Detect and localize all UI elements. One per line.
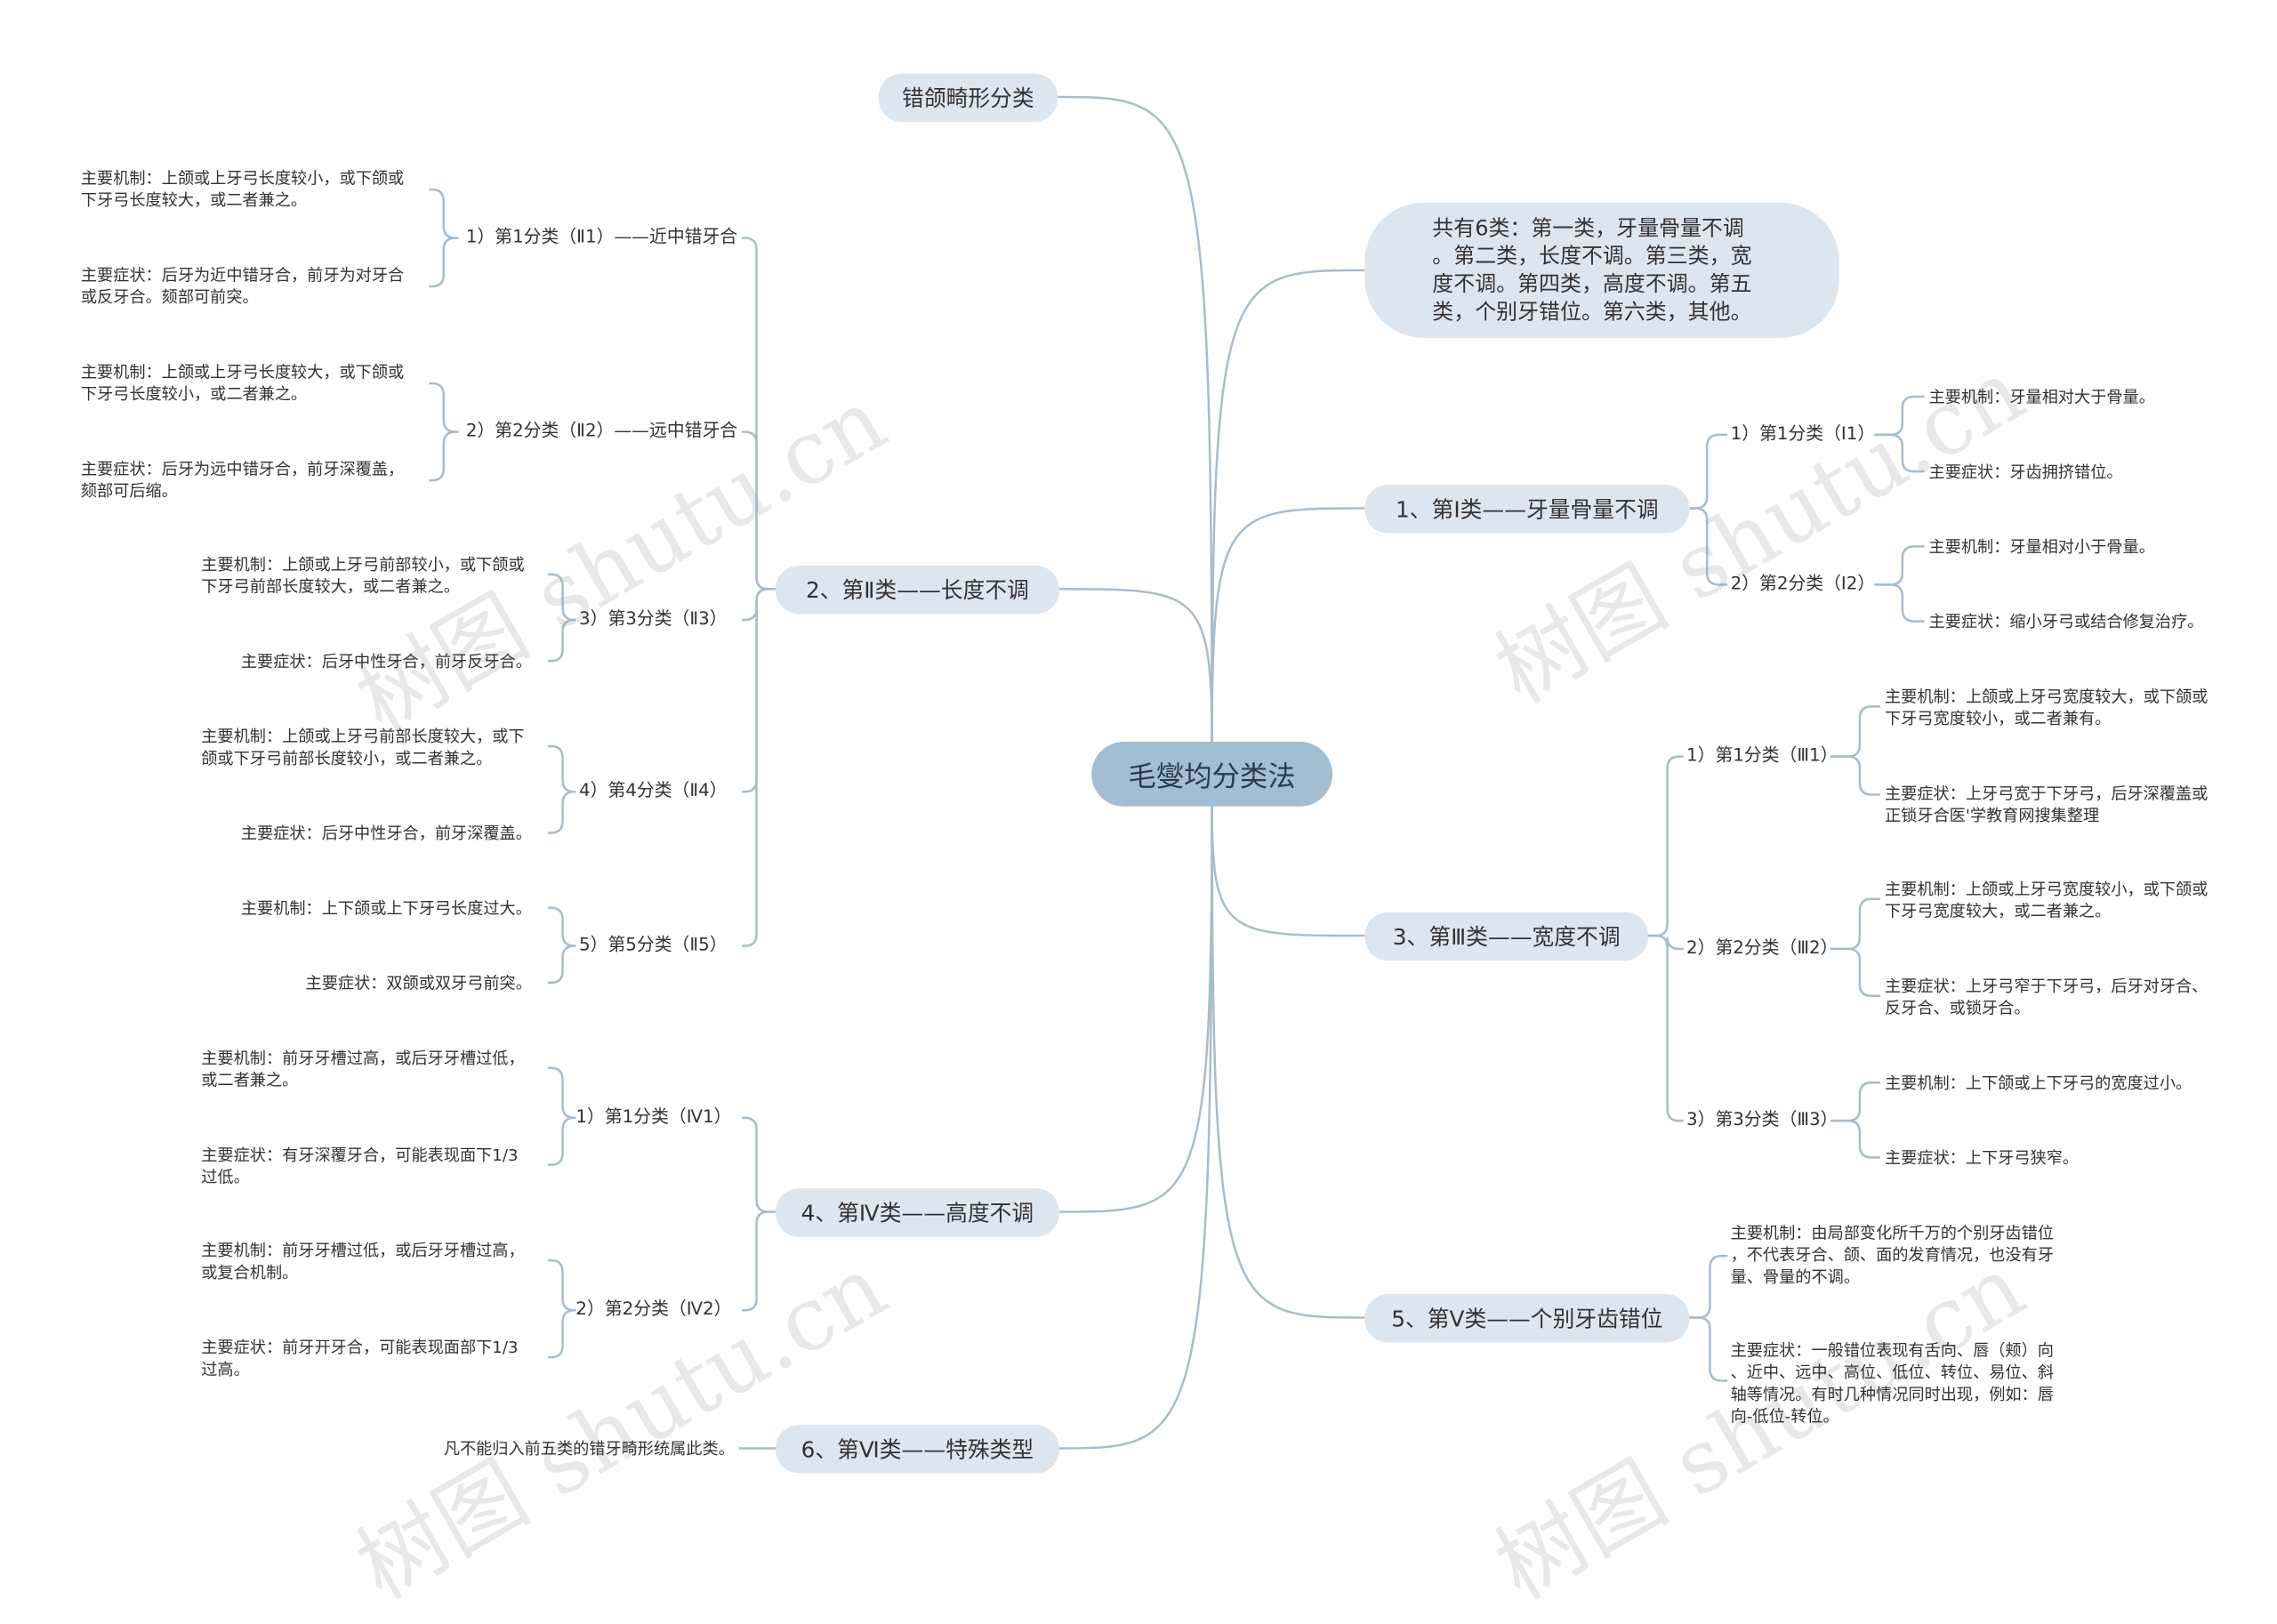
bracket-class2 [742,430,776,591]
class3-sub2-mechanism: 主要机制：上颌或上牙弓宽度较小，或下颌或 下牙弓宽度较大，或二者兼之。 [1885,880,2209,921]
class2-sub1[interactable]: 1）第1分类（Ⅱ1）——近中错牙合 [465,226,738,247]
bracket-class4 [742,1116,776,1213]
class5-node[interactable]: 5、第Ⅴ类——个别牙齿错位 [1364,1294,1690,1343]
class6-note: 凡不能归入前五类的错牙畸形统属此类。 [443,1439,735,1459]
bracket-class2-sub5 [548,906,576,947]
class2-sub5-symptom: 主要症状：双颌或双牙弓前突。 [305,974,532,993]
bracket-class1-sub1 [1874,433,1925,473]
class2-sub4-mechanism: 主要机制：上颌或上牙弓前部长度较大，或下 颌或下牙弓前部长度较小，或二者兼之。 [201,727,525,768]
top-note-node[interactable]: 错颌畸形分类 [878,73,1058,123]
class2-sub1-symptom: 主要症状：后牙为近中错牙合，前牙为对牙合 或反牙合。颏部可前突。 [80,265,405,308]
class1-sub1-mechanism: 主要机制：牙量相对大于骨量。 [1928,388,2155,407]
class1-sub1-symptom: 主要症状：牙齿拥挤错位。 [1928,462,2123,482]
bracket-class2-sub1 [429,188,459,239]
class3-sub1[interactable]: 1）第1分类（Ⅲ1） [1686,744,1838,766]
class3-sub1-symptom: 主要症状：上牙弓宽于下牙弓，后牙深覆盖或 正锁牙合医'学教育网搜集整理 [1885,784,2209,826]
bracket-class3-sub2 [1830,897,1881,951]
bracket-class2-sub2 [429,382,459,433]
bracket-class4-sub2 [548,1308,576,1359]
class4-sub2-mechanism: 主要机制：前牙牙槽过低，或后牙牙槽过高， 或复合机制。 [201,1241,525,1282]
link-class1 [1211,507,1365,743]
bracket-class2-sub2 [429,430,459,482]
class6-node[interactable]: 6、第Ⅵ类——特殊类型 [776,1425,1059,1474]
class2-sub3-symptom: 主要症状：后牙中性牙合，前牙反牙合。 [240,652,532,671]
bracket-class3 [1648,755,1684,937]
bracket-class1-sub2 [1874,583,1925,623]
class2-sub2-symptom: 主要症状：后牙为远中错牙合，前牙深覆盖， 颏部可后缩。 [80,459,405,502]
class1-node[interactable]: 1、第Ⅰ类——牙量骨量不调 [1364,485,1690,534]
class3-sub2[interactable]: 2）第2分类（Ⅲ2） [1686,937,1838,958]
bracket-class3-sub1 [1830,705,1881,758]
summary-node[interactable]: 共有6类：第一类，牙量骨量不调 。第二类，长度不调。第三类，宽 度不调。第四类，… [1364,202,1839,338]
class1-sub2-mechanism: 主要机制：牙量相对小于骨量。 [1928,537,2155,557]
bracket-class5 [1689,1316,1728,1382]
bracket-class4-sub1 [548,1066,576,1120]
bracket-class4-sub1 [548,1116,576,1166]
class1-sub2[interactable]: 2）第2分类（Ⅰ2） [1730,573,1876,594]
bracket-class2 [742,588,776,947]
class4-sub1[interactable]: 1）第1分类（Ⅳ1） [575,1105,732,1127]
class2-sub2[interactable]: 2）第2分类（Ⅱ2）——远中错牙合 [465,420,738,441]
class3-node[interactable]: 3、第Ⅲ类——宽度不调 [1364,912,1649,961]
link-class5 [1211,806,1365,1319]
class2-sub1-mechanism: 主要机制：上颌或上牙弓长度较小，或下颌或 下牙弓长度较大，或二者兼之。 [80,168,405,211]
bracket-class3-sub3 [1830,1119,1881,1159]
bracket-class1-sub1 [1874,395,1925,437]
class3-sub3[interactable]: 3）第3分类（Ⅲ3） [1686,1108,1838,1130]
class3-sub1-mechanism: 主要机制：上颌或上牙弓宽度较大，或下颌或 下牙弓宽度较小，或二者兼有。 [1885,687,2209,729]
class2-sub5[interactable]: 5）第5分类（Ⅱ5） [579,934,728,955]
bracket-class2-sub4 [548,744,576,793]
class5-mechanism: 主要机制：由局部变化所千万的个别牙齿错位 ，不代表牙合、颌、面的发育情况，也没有… [1730,1223,2054,1287]
class4-sub2[interactable]: 2）第2分类（Ⅳ2） [575,1298,732,1320]
bracket-class2-sub4 [548,790,576,834]
bracket-class2-sub1 [429,237,459,288]
class1-sub1[interactable]: 1）第1分类（Ⅰ1） [1730,422,1876,444]
class2-sub2-mechanism: 主要机制：上颌或上牙弓长度较大，或下颌或 下牙弓长度较小，或二者兼之。 [80,362,405,405]
class1-sub2-symptom: 主要症状：缩小牙弓或结合修复治疗。 [1928,612,2204,632]
class3-sub3-mechanism: 主要机制：上下颌或上下牙弓的宽度过小。 [1885,1073,2193,1093]
bracket-class2-sub3 [548,618,576,663]
bracket-class5 [1689,1254,1728,1319]
class4-node[interactable]: 4、第Ⅳ类——高度不调 [776,1188,1059,1237]
class4-sub1-mechanism: 主要机制：前牙牙槽过高，或后牙牙槽过低， 或二者兼之。 [201,1049,525,1090]
root-node[interactable]: 毛燮均分类法 [1091,742,1333,807]
bracket-class3-sub3 [1830,1081,1881,1122]
link-summary [1211,269,1365,743]
link-class2 [1058,588,1213,743]
class3-sub2-symptom: 主要症状：上牙弓窄于下牙弓，后牙对牙合、 反牙合、或锁牙合。 [1885,977,2209,1018]
bracket-class1 [1689,507,1728,586]
link-class6 [1058,806,1213,1450]
bracket-class4-sub2 [548,1258,576,1312]
class4-sub1-symptom: 主要症状：有牙深覆牙合，可能表现面下1/3 过低。 [201,1146,519,1187]
class2-sub3[interactable]: 3）第3分类（Ⅱ3） [579,607,728,629]
link-class3 [1211,806,1365,937]
bracket-class4 [742,1210,776,1312]
class2-sub4-symptom: 主要症状：后牙中性牙合，前牙深覆盖。 [240,824,532,844]
connector-lines [429,95,1925,1450]
bracket-class1 [1689,433,1728,510]
class3-sub3-symptom: 主要症状：上下牙弓狭窄。 [1885,1148,2080,1169]
class2-sub4[interactable]: 4）第4分类（Ⅱ4） [579,779,728,801]
bracket-class3 [1648,934,1684,1122]
mind-map-canvas: 树图 shutu.cn 树图 shutu.cn 树图 shutu.cn 树图 s… [80,73,2209,1620]
class2-node[interactable]: 2、第Ⅱ类——长度不调 [776,565,1059,615]
link-class4 [1058,806,1213,1213]
link-top-note [1058,95,1213,743]
class2-sub5-mechanism: 主要机制：上下颌或上下牙弓长度过大。 [240,898,532,919]
bracket-class2-sub5 [548,945,576,985]
class2-sub3-mechanism: 主要机制：上颌或上牙弓前部较小，或下颌或 下牙弓前部长度较大，或二者兼之。 [201,555,525,597]
bracket-class2 [742,237,776,591]
class5-symptom: 主要症状：一般错位表现有舌向、唇（颊）向 、近中、远中、高位、低位、转位、易位、… [1730,1340,2054,1427]
bracket-class3-sub1 [1830,755,1881,796]
bracket-class2-sub3 [548,573,576,622]
class4-sub2-symptom: 主要症状：前牙开牙合，可能表现面部下1/3 过高。 [201,1338,519,1379]
bracket-class1-sub2 [1874,545,1925,586]
bracket-class3-sub2 [1830,947,1881,998]
